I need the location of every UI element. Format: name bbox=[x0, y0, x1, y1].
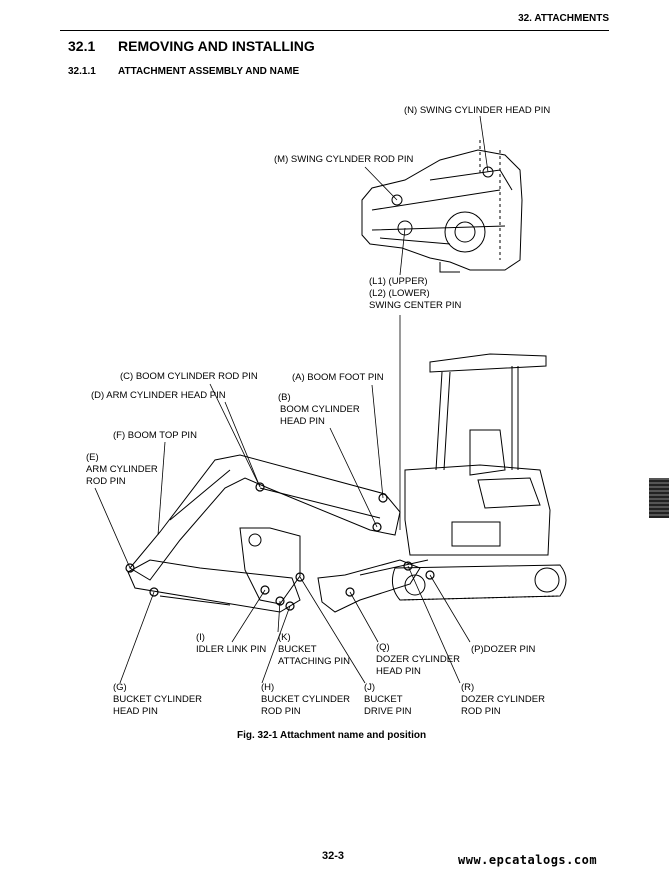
header-rule bbox=[60, 30, 609, 31]
label-swing-center-upper: (L1) (UPPER) bbox=[369, 276, 428, 287]
subsection-title: ATTACHMENT ASSEMBLY AND NAME bbox=[118, 66, 300, 77]
label-bucket-cylinder-rod-pin-2: ROD PIN bbox=[261, 706, 301, 717]
label-bucket-cylinder-rod-pin-letter: (H) bbox=[261, 682, 275, 693]
label-dozer-cylinder-rod-pin-1: DOZER CYLINDER bbox=[461, 694, 545, 705]
section-thumb-tab bbox=[649, 478, 669, 518]
label-arm-cylinder-head-pin: (D) ARM CYLINDER HEAD PIN bbox=[91, 390, 226, 401]
label-swing-cylinder-head-pin: (N) SWING CYLINDER HEAD PIN bbox=[404, 105, 551, 116]
subsection-number: 32.1.1 bbox=[68, 66, 96, 77]
label-boom-cylinder-head-pin-1: BOOM CYLINDER bbox=[280, 404, 360, 415]
label-dozer-cylinder-head-pin-letter: (Q) bbox=[376, 642, 390, 653]
figure-caption: Fig. 32-1 Attachment name and position bbox=[237, 730, 427, 741]
label-swing-center-pin: SWING CENTER PIN bbox=[369, 300, 462, 311]
label-dozer-cylinder-head-pin-2: HEAD PIN bbox=[376, 666, 421, 677]
label-swing-center-lower: (L2) (LOWER) bbox=[369, 288, 430, 299]
label-boom-cylinder-head-pin-letter: (B) bbox=[278, 392, 291, 403]
label-boom-foot-pin: (A) BOOM FOOT PIN bbox=[292, 372, 384, 383]
watermark-url: www.epcatalogs.com bbox=[458, 853, 598, 867]
label-bucket-cylinder-head-pin-1: BUCKET CYLINDER bbox=[113, 694, 203, 705]
pin-markers bbox=[125, 482, 435, 611]
label-bucket-drive-pin-letter: (J) bbox=[364, 682, 376, 693]
label-bucket-cylinder-rod-pin-1: BUCKET CYLINDER bbox=[261, 694, 351, 705]
label-dozer-cylinder-rod-pin-letter: (R) bbox=[461, 682, 475, 693]
label-boom-cylinder-rod-pin: (C) BOOM CYLINDER ROD PIN bbox=[120, 371, 258, 382]
label-bucket-attaching-pin-2: ATTACHING PIN bbox=[278, 656, 350, 667]
label-swing-cylinder-rod-pin: (M) SWING CYLNDER ROD PIN bbox=[274, 154, 414, 165]
label-bucket-drive-pin-2: DRIVE PIN bbox=[364, 706, 412, 717]
label-arm-cylinder-rod-pin-1: ARM CYLINDER bbox=[86, 464, 158, 475]
section-number: 32.1 bbox=[68, 38, 96, 54]
label-dozer-cylinder-rod-pin-2: ROD PIN bbox=[461, 706, 501, 717]
label-dozer-cylinder-head-pin-1: DOZER CYLINDER bbox=[376, 654, 460, 665]
label-bucket-attaching-pin-1: BUCKET bbox=[278, 644, 317, 655]
label-idler-link-pin: IDLER LINK PIN bbox=[196, 644, 267, 655]
page-number: 32-3 bbox=[322, 850, 345, 862]
label-boom-top-pin: (F) BOOM TOP PIN bbox=[113, 430, 197, 441]
leader-lines bbox=[94, 115, 489, 684]
label-bucket-cylinder-head-pin-2: HEAD PIN bbox=[113, 706, 158, 717]
excavator-drawing bbox=[127, 353, 567, 613]
label-bucket-cylinder-head-pin-letter: (G) bbox=[113, 682, 127, 693]
label-dozer-pin: (P)DOZER PIN bbox=[471, 644, 536, 655]
label-bucket-drive-pin-1: BUCKET bbox=[364, 694, 403, 705]
section-title: REMOVING AND INSTALLING bbox=[118, 38, 315, 54]
swing-detail-drawing bbox=[361, 140, 523, 273]
label-idler-link-pin-letter: (I) bbox=[196, 632, 205, 643]
label-arm-cylinder-rod-pin-letter: (E) bbox=[86, 452, 99, 463]
label-bucket-attaching-pin-letter: (K) bbox=[278, 632, 291, 643]
label-arm-cylinder-rod-pin-2: ROD PIN bbox=[86, 476, 126, 487]
header-section-title: 32. ATTACHMENTS bbox=[518, 13, 609, 24]
label-boom-cylinder-head-pin-2: HEAD PIN bbox=[280, 416, 325, 427]
